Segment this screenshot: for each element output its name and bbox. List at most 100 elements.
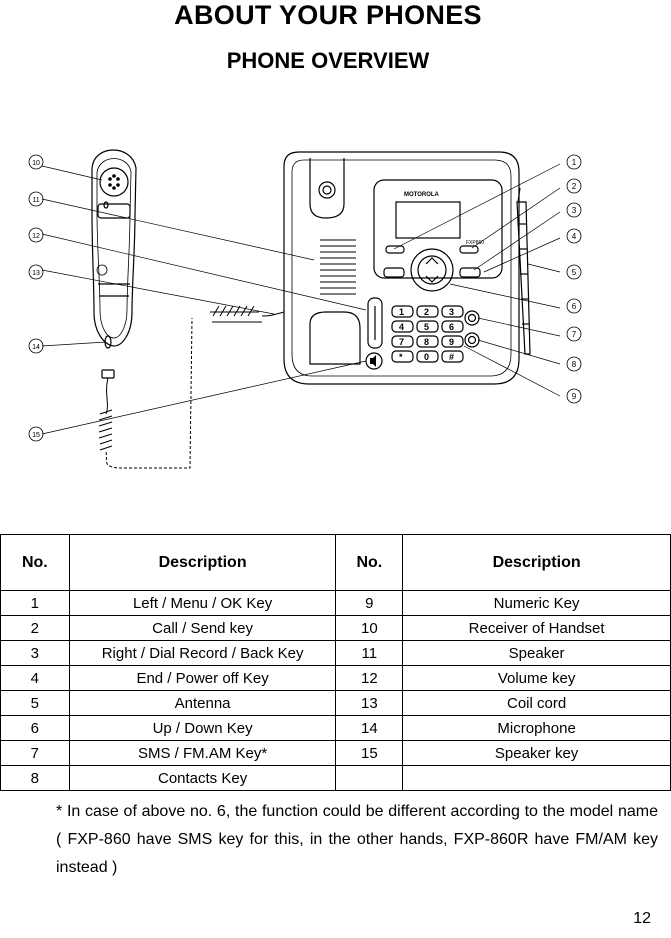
part-number-cell: 12: [335, 665, 404, 691]
part-description-cell: Speaker: [402, 640, 671, 666]
svg-text:7: 7: [399, 337, 404, 347]
callout-marker: 15: [28, 426, 44, 442]
receiver-icon: [99, 167, 129, 209]
svg-text:6: 6: [449, 322, 454, 332]
callout-marker: 3: [566, 202, 582, 218]
svg-text:15: 15: [32, 432, 40, 439]
part-description-cell: Volume key: [402, 665, 671, 691]
svg-text:5: 5: [572, 268, 577, 277]
keypad-key: #: [441, 350, 464, 363]
navigation-keys: [383, 245, 481, 292]
callout-marker: 9: [566, 388, 582, 404]
part-description-cell: [402, 765, 671, 791]
page-number: 12: [633, 910, 651, 927]
section-heading: PHONE OVERVIEW: [226, 48, 430, 73]
part-description-cell: Numeric Key: [402, 590, 671, 616]
keypad-key: 8: [416, 335, 439, 348]
part-number-cell: 13: [335, 690, 404, 716]
keypad-key: 5: [416, 320, 439, 333]
part-description-cell: Contacts Key: [68, 765, 337, 791]
callout-marker: 8: [566, 356, 582, 372]
header-no-1: No.: [0, 534, 70, 591]
svg-text:3: 3: [572, 206, 577, 215]
callout-marker: 5: [566, 264, 582, 280]
callout-marker: 11: [28, 191, 44, 207]
speaker-grille: [320, 239, 356, 295]
part-number-cell: 14: [335, 715, 404, 741]
svg-text:3: 3: [449, 307, 454, 317]
part-description-cell: Right / Dial Record / Back Key: [68, 640, 337, 666]
keypad-key: 2: [416, 305, 439, 318]
coil-cord: [98, 305, 285, 469]
part-number-cell: 10: [335, 615, 404, 641]
keypad-key: 6: [441, 320, 464, 333]
svg-text:9: 9: [449, 337, 454, 347]
part-number-cell: 5: [0, 690, 70, 716]
display-screen: [395, 201, 461, 239]
header-description-2: Description: [402, 534, 671, 591]
keypad-key: 0: [416, 350, 439, 363]
svg-text:4: 4: [572, 232, 577, 241]
callout-marker: 1: [566, 154, 582, 170]
volume-key: [367, 297, 383, 349]
part-number-cell: 1: [0, 590, 70, 616]
part-description-cell: Antenna: [68, 690, 337, 716]
svg-text:0: 0: [424, 352, 429, 362]
svg-text:1: 1: [399, 307, 404, 317]
numeric-keypad: 1 2 3 4 5 6 7 8 9 * 0 #: [391, 305, 464, 363]
svg-text:8: 8: [572, 360, 577, 369]
part-description-cell: Coil cord: [402, 690, 671, 716]
svg-text:2: 2: [424, 307, 429, 317]
part-description-cell: Receiver of Handset: [402, 615, 671, 641]
part-number-cell: 3: [0, 640, 70, 666]
svg-text:1: 1: [572, 158, 577, 167]
header-no-2: No.: [335, 534, 404, 591]
callout-marker: 13: [28, 264, 44, 280]
keypad-key: *: [391, 350, 414, 363]
part-number-cell: 4: [0, 665, 70, 691]
footnote: * In case of above no. 6, the function c…: [56, 803, 658, 876]
keypad-key: 4: [391, 320, 414, 333]
svg-text:14: 14: [32, 344, 40, 351]
svg-text:*: *: [399, 352, 403, 362]
svg-text:9: 9: [572, 392, 577, 401]
handset: [91, 149, 137, 347]
part-description-cell: Left / Menu / OK Key: [68, 590, 337, 616]
keypad-key: 7: [391, 335, 414, 348]
svg-text:5: 5: [424, 322, 429, 332]
svg-text:10: 10: [32, 160, 40, 167]
brand-logo: MOTOROLA: [404, 192, 440, 198]
callout-marker: 4: [566, 228, 582, 244]
model-label: FXP860: [466, 240, 484, 246]
keypad-key: 9: [441, 335, 464, 348]
svg-text:7: 7: [572, 330, 577, 339]
header-description-1: Description: [68, 534, 337, 591]
callout-marker: 10: [28, 154, 44, 170]
callout-marker: 7: [566, 326, 582, 342]
callout-marker: 12: [28, 227, 44, 243]
part-number-cell: 6: [0, 715, 70, 741]
page-heading: ABOUT YOUR PHONES: [174, 0, 482, 30]
part-description-cell: Speaker key: [402, 740, 671, 766]
keypad-key: 1: [391, 305, 414, 318]
callout-marker: 6: [566, 298, 582, 314]
part-number-cell: [335, 765, 404, 791]
svg-text:8: 8: [424, 337, 429, 347]
part-number-cell: 15: [335, 740, 404, 766]
svg-text:4: 4: [399, 322, 404, 332]
base-unit: [283, 151, 520, 385]
part-number-cell: 2: [0, 615, 70, 641]
callout-marker: 2: [566, 178, 582, 194]
svg-text:6: 6: [572, 302, 577, 311]
part-description-cell: End / Power off Key: [68, 665, 337, 691]
keypad-key: 3: [441, 305, 464, 318]
